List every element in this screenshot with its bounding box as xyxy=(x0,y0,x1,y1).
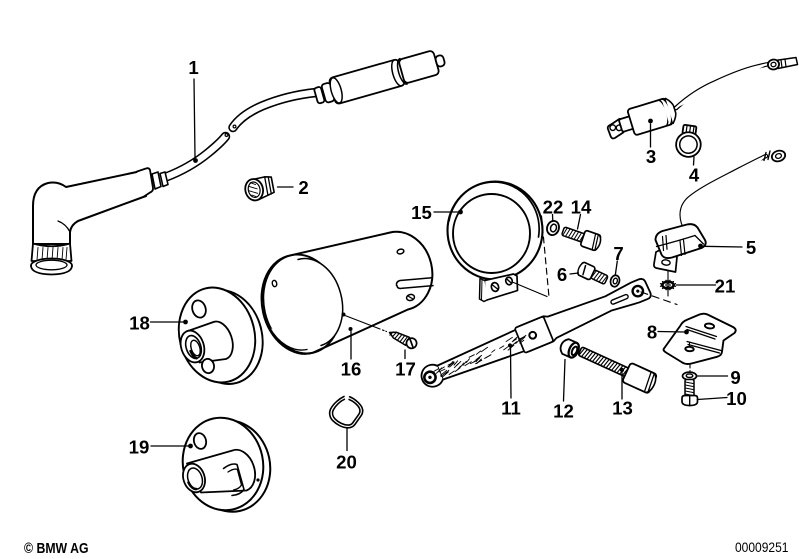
svg-text:15: 15 xyxy=(411,202,432,223)
svg-text:21: 21 xyxy=(715,276,736,297)
svg-text:7: 7 xyxy=(613,243,623,264)
svg-text:4: 4 xyxy=(689,165,700,186)
svg-text:00009251: 00009251 xyxy=(735,540,789,555)
svg-text:2: 2 xyxy=(298,177,308,198)
svg-text:5: 5 xyxy=(746,237,756,258)
svg-text:1: 1 xyxy=(188,57,198,78)
svg-text:9: 9 xyxy=(730,367,740,388)
svg-text:© BMW AG: © BMW AG xyxy=(24,540,89,557)
svg-text:6: 6 xyxy=(557,264,567,285)
svg-text:18: 18 xyxy=(129,313,150,334)
svg-text:12: 12 xyxy=(553,401,574,422)
svg-text:16: 16 xyxy=(341,359,362,380)
svg-text:17: 17 xyxy=(395,359,416,380)
svg-text:19: 19 xyxy=(129,437,150,458)
svg-text:14: 14 xyxy=(571,197,592,218)
svg-text:10: 10 xyxy=(726,388,747,409)
svg-text:13: 13 xyxy=(612,398,633,419)
svg-text:3: 3 xyxy=(646,146,656,167)
svg-text:22: 22 xyxy=(543,197,564,218)
svg-text:20: 20 xyxy=(336,452,357,473)
svg-text:8: 8 xyxy=(647,322,657,343)
svg-text:11: 11 xyxy=(501,398,521,419)
